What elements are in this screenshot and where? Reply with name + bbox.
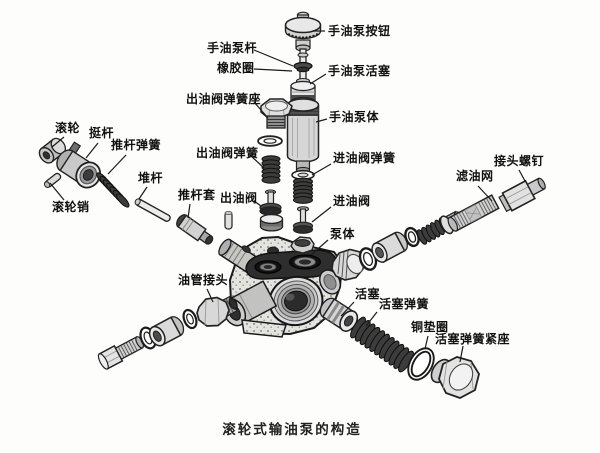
label-hand-pump-body: 手油泵体 [329, 110, 380, 124]
label-roller: 滚轮 [55, 121, 81, 135]
label-piston: 活塞 [355, 287, 381, 301]
connector-screw-part [498, 177, 546, 213]
piston-part [319, 297, 359, 332]
rubber-ring-part [293, 61, 313, 73]
label-rubber-ring: 橡胶圈 [217, 61, 255, 75]
pump-body-casting [218, 235, 344, 338]
pipe-nut-part [148, 316, 185, 347]
roller-part [38, 137, 67, 164]
pushrod-spring-part [96, 172, 130, 208]
leader-lines [49, 30, 526, 363]
outlet-valve-spring-seat-part [260, 98, 293, 129]
inlet-valve-spring-part [293, 177, 313, 204]
pushrod-sleeve-part [176, 214, 214, 245]
label-hand-pump-rod: 手油泵杆 [207, 41, 258, 55]
label-pushrod: 堆杆 [138, 171, 164, 185]
label-inlet-valve-spring: 进油阀弹簧 [333, 151, 396, 165]
label-tappet: 挺杆 [89, 126, 115, 140]
outlet-valve-spring-part [261, 155, 281, 184]
label-outlet-valve-spring-seat: 出油阀弹簧座 [186, 92, 262, 106]
inlet-valve-part [292, 206, 314, 234]
hand-pump-body-part [286, 98, 320, 174]
label-inlet-valve: 进油阀 [333, 194, 371, 208]
label-oil-pipe-connector: 油管接头 [178, 273, 229, 287]
pipe-bolt-part [97, 335, 145, 370]
pushrod-part [134, 198, 171, 222]
small-pin-part [224, 210, 233, 230]
roller-pin-part [43, 172, 62, 188]
label-piston-spring: 活塞弹簧 [379, 297, 430, 311]
label-hand-pump-button: 手油泵按钮 [328, 24, 391, 38]
label-outlet-valve: 出油阀 [220, 191, 258, 205]
label-outlet-valve-spring: 出油阀弹簧 [196, 146, 259, 160]
round-nut-part [371, 231, 408, 264]
oil-pipe-connector-part [196, 295, 238, 327]
piston-spring-retainer-part [430, 356, 480, 399]
label-pump-body: 泵体 [330, 227, 356, 241]
label-pushrod-spring: 推杆弹簧 [111, 138, 162, 152]
piston-spring-part [350, 316, 414, 373]
label-pushrod-sleeve: 推杆套 [178, 188, 216, 202]
small-hex-nut-part [290, 236, 315, 254]
label-piston-spring-retainer: 活塞弹簧紧座 [435, 332, 511, 346]
label-hand-pump-piston: 手油泵活塞 [328, 64, 391, 78]
small-ring-part [404, 226, 420, 248]
grooved-ring-part [259, 213, 284, 232]
label-connector-screw: 接头螺钉 [494, 154, 545, 168]
label-copper-washer: 铜垫圈 [411, 320, 449, 334]
o-ring-under-seat [257, 135, 283, 147]
figure-caption: 滚轮式输油泵的构造 [222, 422, 362, 438]
outlet-valve-part [259, 189, 282, 216]
label-oil-filter-screen: 滤油网 [456, 169, 494, 183]
oil-filter-screen-part [447, 194, 500, 232]
tappet-part [56, 141, 102, 189]
pipe-o-ring-part [182, 308, 198, 330]
label-roller-pin: 滚轮销 [52, 200, 90, 214]
copper-washer-part [407, 347, 435, 381]
